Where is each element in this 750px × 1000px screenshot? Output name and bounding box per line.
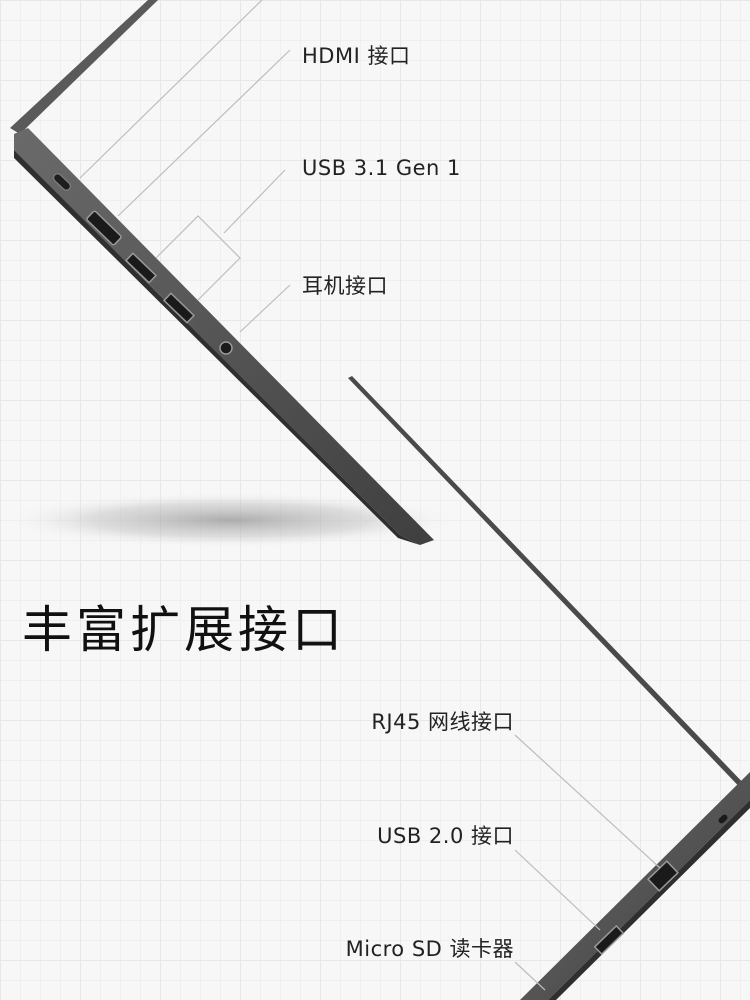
usb-c-port-icon bbox=[53, 173, 71, 191]
right-leader-lines bbox=[514, 734, 661, 991]
headphone-jack-icon bbox=[219, 341, 233, 355]
left-leader-lines bbox=[79, 0, 291, 333]
port-label-microsd: Micro SD 读卡器 bbox=[345, 937, 514, 961]
port-label-rj45: RJ45 网线接口 bbox=[371, 710, 514, 734]
laptop-shadow bbox=[0, 492, 460, 548]
port-label-usb20: USB 2.0 接口 bbox=[377, 824, 514, 848]
lock-slot-icon bbox=[718, 814, 728, 824]
port-label-usb31: USB 3.1 Gen 1 bbox=[302, 156, 461, 180]
usb-2-port-icon bbox=[593, 924, 625, 956]
bottom-laptop-lid bbox=[348, 376, 750, 798]
hdmi-port-icon bbox=[86, 210, 122, 246]
usb-port-2-icon bbox=[162, 292, 196, 324]
port-label-hdmi: HDMI 接口 bbox=[302, 44, 411, 68]
top-laptop-base bbox=[14, 128, 434, 545]
headline: 丰富扩展接口 bbox=[22, 601, 346, 659]
top-laptop-lid bbox=[10, 0, 158, 134]
usb-port-1-icon bbox=[124, 252, 158, 284]
bottom-laptop-base bbox=[520, 772, 750, 1000]
port-label-headphone: 耳机接口 bbox=[302, 274, 388, 298]
rj45-port-icon bbox=[647, 860, 679, 892]
